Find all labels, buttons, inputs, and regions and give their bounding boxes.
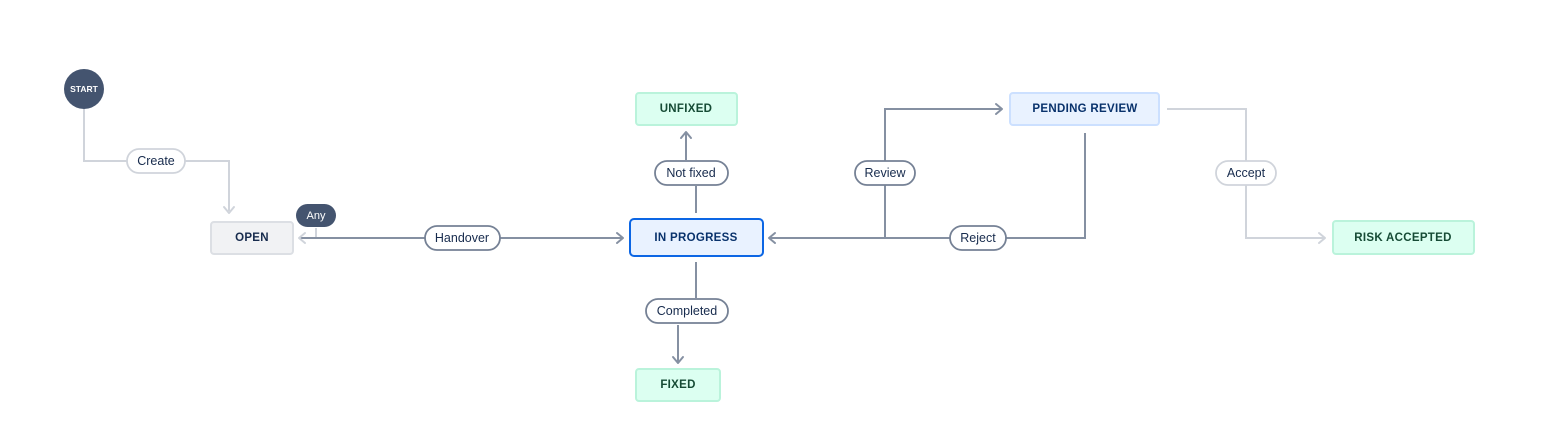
arrow-into-in-progress-left — [616, 232, 624, 244]
status-risk-accepted-label: RISK ACCEPTED — [1354, 232, 1451, 244]
status-pending-review[interactable]: PENDING REVIEW — [1009, 92, 1160, 126]
transition-reject[interactable]: Reject — [949, 225, 1007, 251]
status-fixed-box — [635, 368, 721, 402]
status-fixed-label: FIXED — [660, 379, 695, 391]
transition-reject-pill — [949, 225, 1007, 251]
transition-create-pill — [126, 148, 186, 174]
transition-accept-pill — [1215, 160, 1277, 186]
arrow-into-open — [223, 206, 235, 214]
transition-create-label: Create — [137, 154, 175, 168]
transition-completed-pill — [645, 298, 729, 324]
status-in-progress-label: IN PROGRESS — [654, 232, 737, 244]
transition-accept[interactable]: Accept — [1215, 160, 1277, 186]
status-risk-accepted-box — [1332, 220, 1475, 255]
arrow-into-open-right — [298, 232, 306, 244]
transition-handover-pill — [424, 225, 501, 251]
arrow-into-fixed — [672, 356, 684, 364]
start-node[interactable]: START — [64, 69, 104, 109]
arrow-into-unfixed — [680, 131, 692, 139]
status-pending-review-label: PENDING REVIEW — [1032, 103, 1137, 115]
transition-review-pill — [854, 160, 916, 186]
status-unfixed[interactable]: UNFIXED — [635, 92, 738, 126]
status-in-progress-box — [629, 218, 764, 257]
arrow-into-risk-accepted — [1318, 232, 1326, 244]
status-unfixed-box — [635, 92, 738, 126]
status-open-label: OPEN — [235, 232, 269, 244]
edge-pending-review-to-in-progress[interactable] — [770, 133, 1086, 239]
status-fixed[interactable]: FIXED — [635, 368, 721, 402]
transition-handover[interactable]: Handover — [424, 225, 501, 251]
arrow-into-in-progress-right — [768, 232, 776, 244]
transition-create[interactable]: Create — [126, 148, 186, 174]
transition-handover-label: Handover — [435, 231, 489, 245]
status-open-box — [210, 221, 294, 255]
any-transition-badge[interactable]: Any — [296, 204, 336, 227]
transition-accept-label: Accept — [1227, 166, 1266, 180]
status-open[interactable]: OPEN — [210, 221, 294, 255]
transition-not-fixed-pill — [654, 160, 729, 186]
transition-reject-label: Reject — [960, 231, 996, 245]
transition-not-fixed[interactable]: Not fixed — [654, 160, 729, 186]
start-circle — [64, 69, 104, 109]
status-risk-accepted[interactable]: RISK ACCEPTED — [1332, 220, 1475, 255]
any-badge-pill — [296, 204, 336, 227]
transition-review[interactable]: Review — [854, 160, 916, 186]
transition-review-label: Review — [865, 166, 907, 180]
status-pending-review-box — [1009, 92, 1160, 126]
status-unfixed-label: UNFIXED — [660, 103, 713, 115]
transition-not-fixed-label: Not fixed — [666, 166, 715, 180]
status-in-progress[interactable]: IN PROGRESS — [629, 218, 764, 257]
transition-completed[interactable]: Completed — [645, 298, 729, 324]
any-badge-label: Any — [307, 210, 326, 222]
transition-completed-label: Completed — [657, 304, 717, 318]
start-label: START — [70, 84, 99, 94]
arrow-into-pending-review — [995, 103, 1003, 115]
